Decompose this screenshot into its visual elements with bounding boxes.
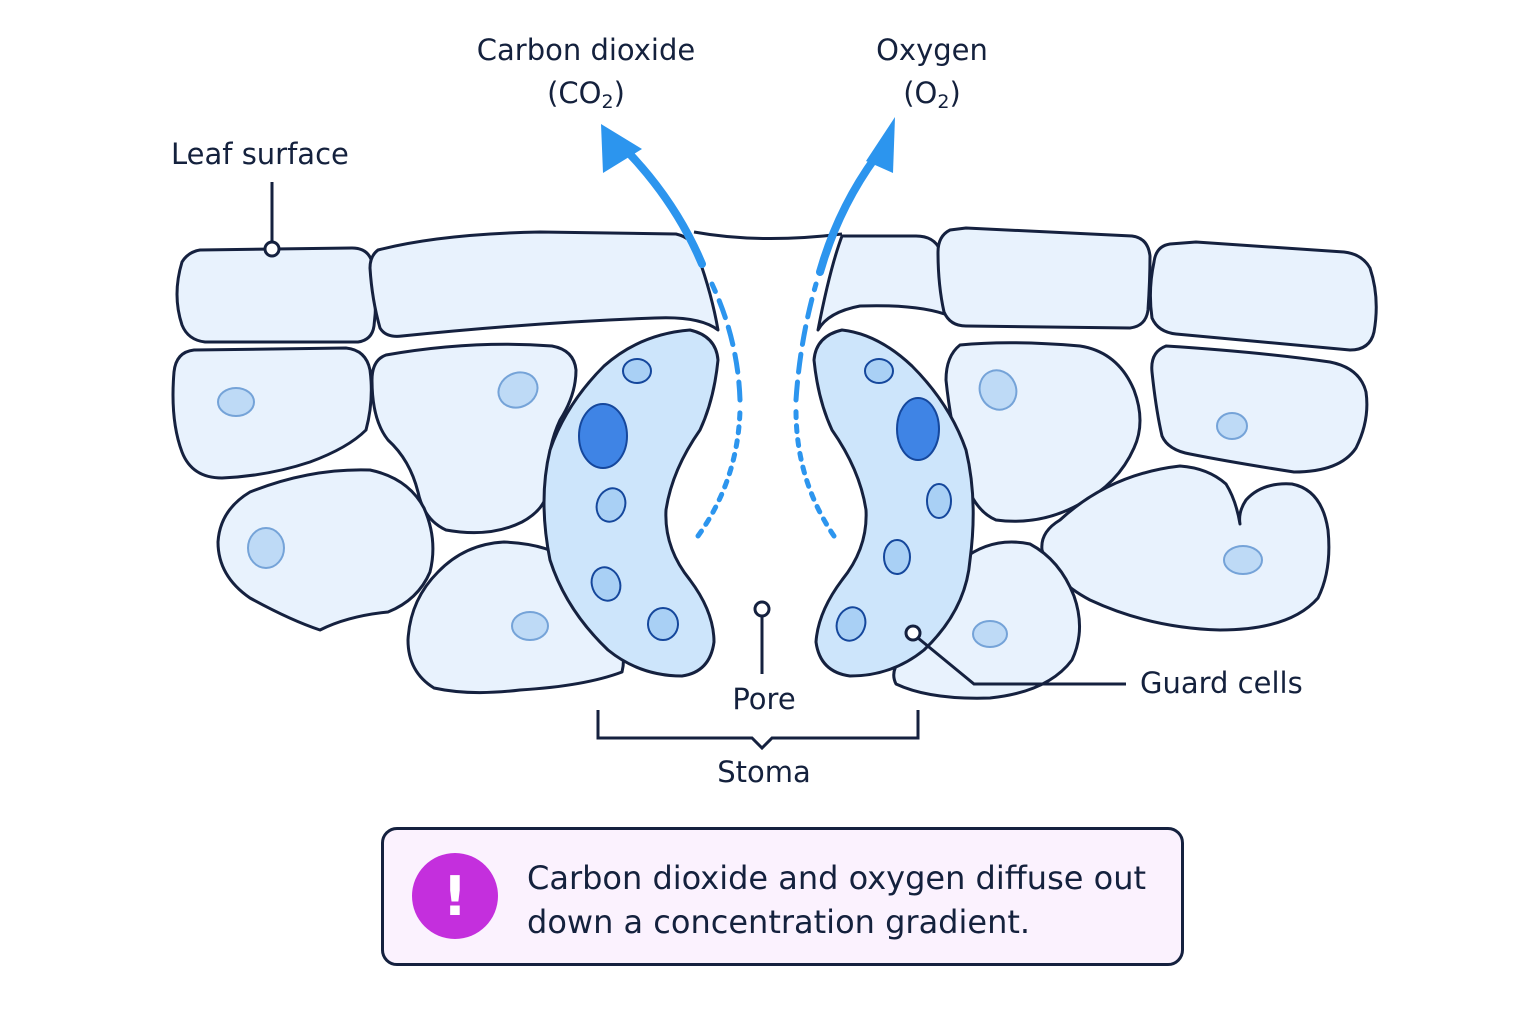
epidermal-cell	[1148, 240, 1378, 352]
epidermal-cell	[175, 246, 378, 344]
exclamation-icon: !	[412, 853, 498, 939]
chloroplast	[926, 483, 952, 519]
guard-cells-marker	[904, 624, 922, 642]
guard-cells-label: Guard cells	[1140, 666, 1303, 700]
mesophyll-cell	[216, 468, 435, 632]
co2-name-label: Carbon dioxide	[476, 33, 696, 67]
guard-cells-leader	[917, 636, 1126, 686]
pore-marker	[753, 600, 771, 618]
note-box: ! Carbon dioxide and oxygen diffuse out …	[381, 827, 1184, 966]
chloroplast	[647, 607, 679, 641]
chloroplast	[883, 539, 911, 575]
o2-formula-subscript: 2	[937, 91, 950, 113]
note-text: Carbon dioxide and oxygen diffuse out do…	[527, 859, 1147, 941]
o2-formula-label: (O2)	[903, 79, 961, 112]
o2-formula-close: )	[949, 76, 961, 110]
chloroplast	[590, 566, 622, 602]
co2-arrow-dashed	[709, 281, 743, 403]
o2-name-label: Oxygen	[876, 33, 988, 67]
chloroplast	[835, 606, 867, 642]
leaf-surface-marker	[263, 240, 281, 258]
co2-formula-label: (CO2)	[547, 79, 625, 112]
mesophyll-cell	[1150, 344, 1369, 474]
co2-formula-close: )	[613, 76, 625, 110]
co2-formula-open: (CO	[547, 76, 602, 110]
co2-arrowhead	[601, 124, 642, 173]
chloroplast	[622, 358, 652, 384]
o2-arrowhead	[866, 117, 895, 173]
chloroplast	[864, 358, 894, 384]
pore-label: Pore	[732, 682, 796, 716]
stoma-label: Stoma	[717, 755, 811, 789]
chloroplast-large	[896, 397, 940, 461]
chloroplast	[595, 487, 627, 523]
co2-arrow-dotted	[695, 407, 743, 539]
co2-arrow-solid	[622, 146, 706, 268]
o2-arrow-dotted	[793, 407, 837, 539]
o2-formula-open: (O	[903, 76, 938, 110]
mesophyll-cell	[171, 346, 373, 480]
co2-formula-subscript: 2	[601, 91, 614, 113]
mesophyll-cell	[1040, 464, 1331, 632]
stoma-bracket	[596, 710, 920, 751]
epidermal-cell	[936, 226, 1152, 330]
leaf-surface-label: Leaf surface	[171, 137, 349, 171]
cuticle-line	[693, 230, 843, 241]
epidermal-cell	[368, 230, 720, 338]
epidermal-cell	[816, 234, 952, 332]
o2-arrow-dashed	[793, 281, 819, 403]
chloroplast-large	[578, 403, 628, 469]
